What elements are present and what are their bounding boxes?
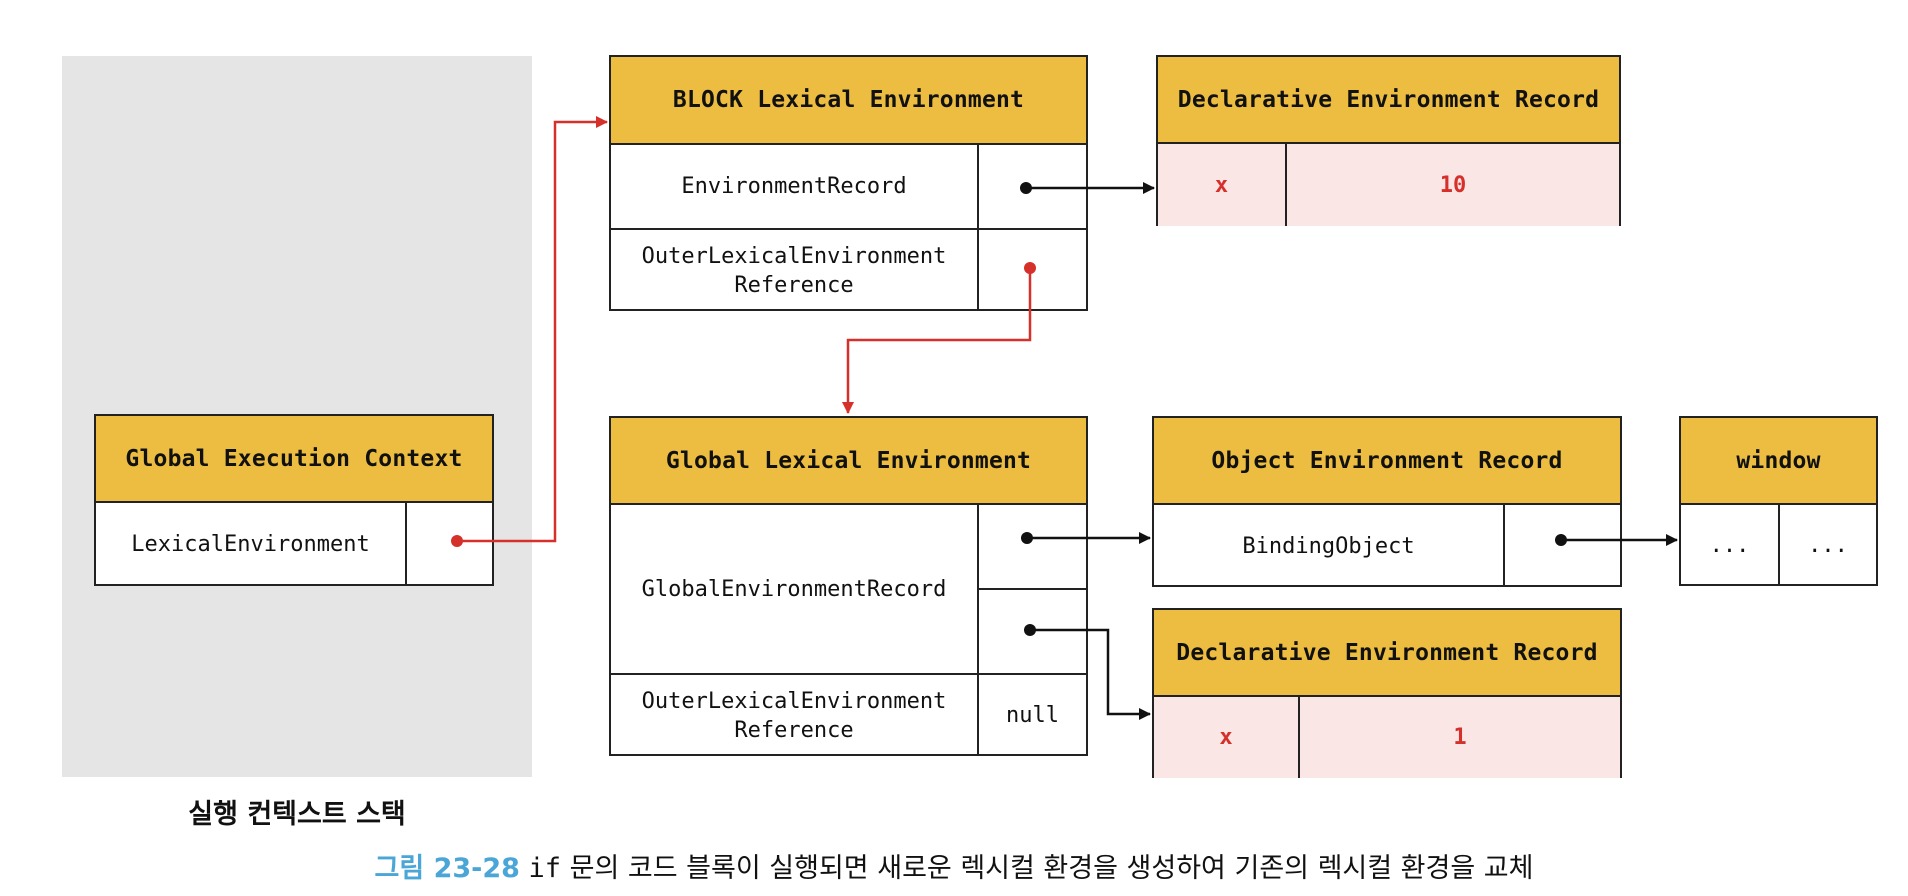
- global-outer-reference-line2: Reference: [734, 717, 854, 743]
- window-object-title: window: [1681, 418, 1876, 505]
- lexical-environment-label: LexicalEnvironment: [131, 532, 370, 557]
- caption-text: 문의 코드 블록이 실행되면 새로운 렉시컬 환경을 생성하여 기존의 렉시컬 …: [569, 853, 1534, 884]
- lexical-environment-pointer-dot: [451, 535, 463, 547]
- block-outer-reference-line2: Reference: [734, 272, 854, 298]
- lexical-environment-pointer: [457, 116, 608, 543]
- global-outer-reference-line1: OuterLexicalEnvironment: [641, 688, 947, 714]
- window-property-cell-1: ...: [1709, 533, 1750, 558]
- global-lexical-environment-title: Global Lexical Environment: [611, 418, 1086, 505]
- global-outer-reference-label: OuterLexicalEnvironment Reference: [611, 675, 977, 756]
- global-binding-value: 1: [1453, 725, 1467, 750]
- global-lexical-environment: Global Lexical Environment GlobalEnviron…: [609, 416, 1088, 756]
- block-lexical-environment-title: BLOCK Lexical Environment: [611, 57, 1086, 145]
- figure-number: 그림 23-28: [374, 853, 520, 884]
- block-environment-record-label: EnvironmentRecord: [681, 174, 907, 199]
- binding-object-label: BindingObject: [1242, 533, 1415, 559]
- block-environment-record-pointer-dot: [1020, 182, 1032, 194]
- block-declarative-record-title: Declarative Environment Record: [1158, 57, 1619, 144]
- block-lexical-environment: BLOCK Lexical Environment EnvironmentRec…: [609, 55, 1088, 311]
- declarative-record-pointer-dot: [1024, 624, 1036, 636]
- object-environment-record: Object Environment Record BindingObject: [1152, 416, 1622, 587]
- object-record-pointer-dot: [1021, 532, 1033, 544]
- object-environment-record-title: Object Environment Record: [1154, 418, 1620, 505]
- binding-object-pointer-dot: [1555, 534, 1567, 546]
- execution-context-stack-label: 실행 컨텍스트 스택: [188, 799, 406, 830]
- global-execution-context-title: Global Execution Context: [96, 416, 492, 503]
- global-declarative-record-title: Declarative Environment Record: [1154, 610, 1620, 697]
- block-outer-reference-line1: OuterLexicalEnvironment: [641, 243, 947, 269]
- global-environment-record-label: GlobalEnvironmentRecord: [641, 576, 947, 602]
- global-outer-reference-value: null: [1006, 703, 1059, 728]
- block-outer-reference-pointer: [842, 268, 1032, 414]
- window-property-cell-2: ...: [1808, 533, 1848, 558]
- window-object: window ... ...: [1679, 416, 1878, 586]
- global-execution-context: Global Execution Context LexicalEnvironm…: [94, 414, 494, 586]
- global-binding-name: x: [1219, 725, 1233, 750]
- global-declarative-environment-record: Declarative Environment Record x 1: [1152, 608, 1622, 778]
- block-binding-name: x: [1214, 172, 1229, 198]
- figure-caption: 그림 23-28 if 문의 코드 블록이 실행되면 새로운 렉시컬 환경을 생…: [0, 846, 1908, 885]
- block-binding-value: 10: [1439, 172, 1467, 198]
- declarative-record-pointer: [1030, 628, 1151, 720]
- block-outer-reference-pointer-dot: [1024, 262, 1036, 274]
- block-outer-reference-label: OuterLexicalEnvironment Reference: [611, 230, 977, 311]
- block-declarative-environment-record: Declarative Environment Record x 10: [1156, 55, 1621, 226]
- caption-code: if: [528, 853, 562, 884]
